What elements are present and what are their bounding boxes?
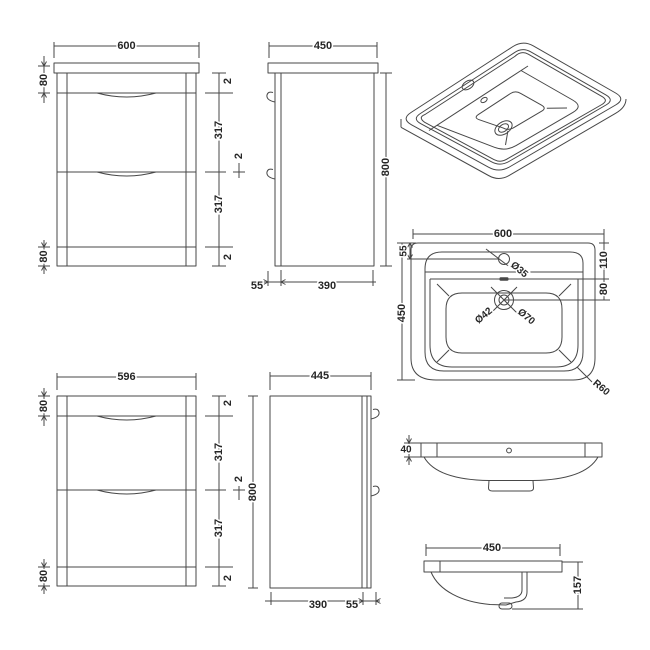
view-vanity-front: 600 80 80 2 317 2 317 2 xyxy=(37,39,247,274)
label-overflow-dia: Ø70 xyxy=(515,307,537,328)
dimension-lines xyxy=(38,373,245,594)
dim-gap-a: 2 xyxy=(222,400,234,406)
drawer-structure-lines xyxy=(57,396,196,586)
basin-outer-edge xyxy=(405,42,622,171)
view-basin-side: 450 157 xyxy=(423,541,586,610)
view-cabinet-side: 445 800 390 55 xyxy=(246,369,381,613)
label-waste-dia: Ø42 xyxy=(473,305,495,326)
dim-depth: 450 xyxy=(483,542,501,554)
bowl-profile xyxy=(423,456,599,481)
waste-boss-profile xyxy=(488,480,534,492)
basin-rim-outline xyxy=(420,442,603,458)
bowl-floor-outline xyxy=(445,292,563,354)
dim-tap-offset: 55 xyxy=(399,245,410,257)
basin-rim-outline xyxy=(423,560,563,573)
tap-deck-edge xyxy=(428,65,529,131)
basin-thickness-edge xyxy=(400,98,627,179)
label-tap-hole-dia: Ø35 xyxy=(508,260,530,281)
dim-bottom-height: 80 xyxy=(38,250,50,262)
dim-deck-to-drain: 80 xyxy=(598,283,610,295)
basin-rim-inner-outline xyxy=(424,251,584,372)
dim-gap-c: 2 xyxy=(222,254,234,260)
back-bracket-profile xyxy=(504,572,528,606)
dim-width: 600 xyxy=(494,228,512,240)
dim-height: 157 xyxy=(572,576,584,594)
dim-gap-c: 2 xyxy=(222,575,234,581)
dim-drawer-b: 317 xyxy=(213,195,225,213)
cabinet-outline xyxy=(56,395,197,587)
basin-rim-line xyxy=(415,49,611,165)
dim-rim-height: 40 xyxy=(400,445,412,456)
reference-lines xyxy=(407,248,593,383)
overflow-hole xyxy=(506,447,512,454)
dim-top-height: 80 xyxy=(38,74,50,86)
dim-back-gap: 55 xyxy=(346,599,358,611)
dimension-lines xyxy=(425,544,583,610)
overflow-hole xyxy=(480,96,488,104)
bowl-corner-lines xyxy=(505,107,568,146)
dim-width: 596 xyxy=(117,371,135,383)
handle-profiles xyxy=(266,91,276,180)
waste-hole-outer xyxy=(494,120,513,136)
view-basin-plan: 600 450 55 110 80 Ø35 Ø42 Ø70 R60 xyxy=(395,227,614,400)
rim-corner-lines xyxy=(436,443,586,457)
dimension-lines xyxy=(248,372,381,605)
dim-height: 800 xyxy=(247,483,259,501)
dim-body-depth: 390 xyxy=(318,280,336,292)
cabinet-outline xyxy=(274,72,375,267)
dim-depth: 450 xyxy=(314,40,332,52)
bowl-corner-lines xyxy=(436,283,572,363)
basin-rim-inner-line xyxy=(420,52,606,162)
dimension-lines xyxy=(404,435,421,465)
waste-centre-cross xyxy=(490,286,610,314)
cabinet-outline xyxy=(56,72,197,267)
dim-back-to-deck: 110 xyxy=(598,251,610,269)
dim-bottom-height: 80 xyxy=(38,570,50,582)
basin-outer-outline xyxy=(410,242,596,381)
dim-drawer-a: 317 xyxy=(213,443,225,461)
dim-front-gap: 55 xyxy=(251,280,263,292)
view-basin-isometric xyxy=(400,42,627,179)
view-basin-front: 40 xyxy=(399,435,603,492)
dim-width: 600 xyxy=(117,40,135,52)
dim-gap-a: 2 xyxy=(222,78,234,84)
dim-drawer-a: 317 xyxy=(213,121,225,139)
bowl-opening xyxy=(436,70,579,150)
handle-profiles xyxy=(370,408,380,497)
drawer-structure-lines xyxy=(57,73,196,266)
bowl-floor xyxy=(475,91,545,130)
worktop-outline xyxy=(53,62,200,74)
overflow-slot xyxy=(499,277,509,281)
label-corner-radius: R60 xyxy=(590,378,611,399)
drawer-front-lines xyxy=(361,396,368,588)
cabinet-outline xyxy=(269,395,372,589)
dimension-lines xyxy=(251,42,392,286)
dim-depth: 445 xyxy=(311,370,329,382)
waste-outlet xyxy=(498,602,513,610)
bowl-profile xyxy=(430,571,507,606)
dim-depth: 450 xyxy=(396,304,408,322)
tap-hole xyxy=(461,79,475,91)
worktop-outline xyxy=(267,62,379,74)
waste-hole-inner xyxy=(498,123,509,133)
view-cabinet-front: 596 80 80 2 317 2 317 2 xyxy=(37,370,247,594)
dim-body-depth: 390 xyxy=(309,599,327,611)
dim-top-height: 80 xyxy=(38,400,50,412)
view-vanity-side: 450 800 55 390 xyxy=(249,39,393,294)
dimension-lines xyxy=(38,42,245,274)
dim-drawer-b: 317 xyxy=(213,519,225,537)
dim-height: 800 xyxy=(380,158,392,176)
dim-gap-b: 2 xyxy=(233,153,245,159)
dim-gap-b: 2 xyxy=(233,476,245,482)
bowl-outline xyxy=(429,278,579,368)
dimension-lines xyxy=(397,229,609,381)
